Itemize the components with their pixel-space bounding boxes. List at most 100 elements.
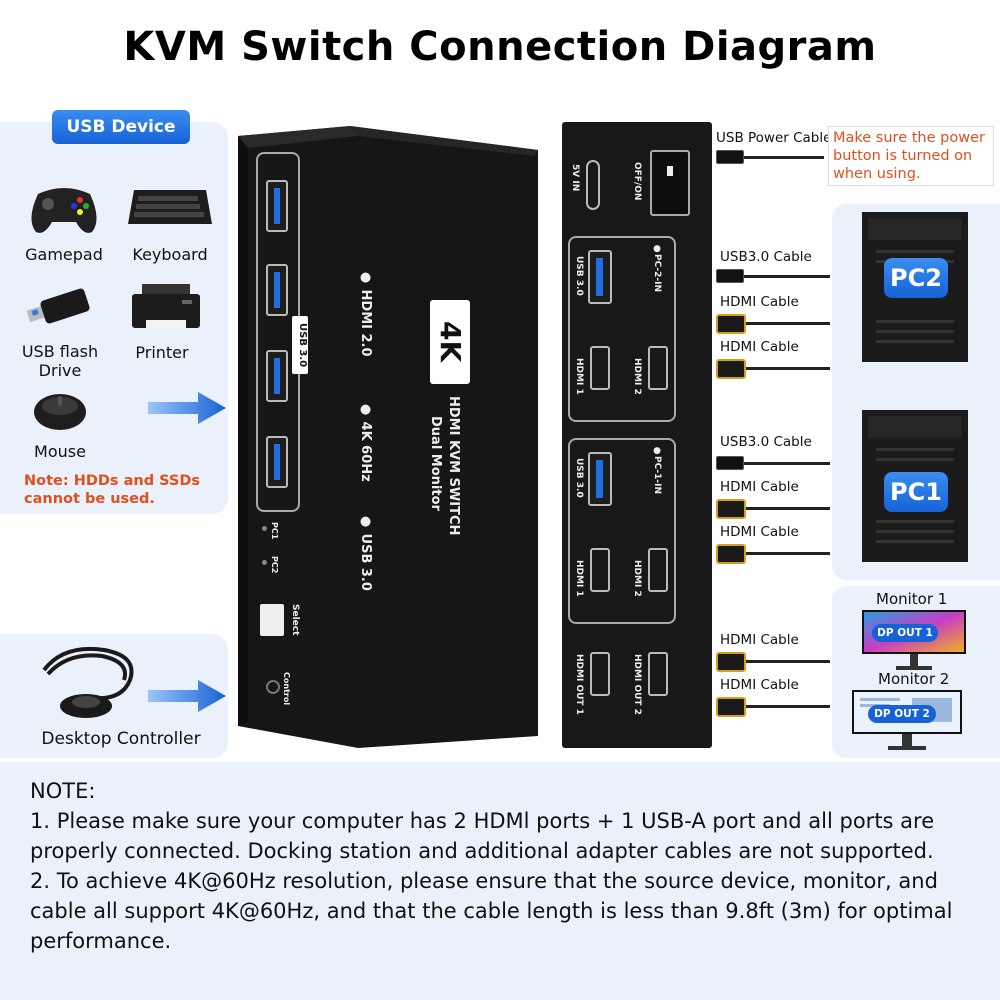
monitor2-cable-label: HDMI Cable xyxy=(720,677,799,693)
monitor1-screen-label: DP OUT 1 xyxy=(872,624,938,642)
monitor1-icon xyxy=(862,610,966,674)
usb-flash-drive-label: USB flash Drive xyxy=(21,342,99,380)
power-switch-label: OFF/ON xyxy=(632,162,642,201)
control-port[interactable] xyxy=(266,680,280,694)
select-button[interactable] xyxy=(260,604,284,636)
pc1-hdmi1-label: HDMI 1 xyxy=(574,560,584,597)
spec-hdmi20: ● HDMI 2.0 xyxy=(358,270,373,357)
pc2-usb-cable xyxy=(744,275,830,278)
pc2-hdmi2-cable-label: HDMI Cable xyxy=(720,339,799,355)
pc2-hdmi2-cable xyxy=(746,367,830,370)
usb-power-cable-label: USB Power Cable xyxy=(716,130,832,146)
pc2-usb-cable-label: USB3.0 Cable xyxy=(720,249,812,265)
keyboard-icon xyxy=(128,184,212,232)
pc1-hdmi1-plug xyxy=(716,499,746,519)
gamepad-icon xyxy=(26,180,102,240)
kvm-front-body xyxy=(238,126,538,748)
kvm-rear-body xyxy=(562,122,712,748)
pc1-led xyxy=(262,526,267,531)
hdmi-out1-port[interactable] xyxy=(590,652,610,696)
pc1-hdmi2-cable xyxy=(746,552,830,555)
pc2-in-label: ●PC-2-IN xyxy=(652,244,662,293)
pc1-hdmi2-label: HDMI 2 xyxy=(632,560,642,597)
dc-in-label: 5V IN xyxy=(570,164,580,192)
pc2-usb-plug xyxy=(716,269,744,283)
pc2-usb-label: USB 3.0 xyxy=(574,256,584,296)
pc1-usb-port[interactable] xyxy=(588,452,612,506)
pc2-label: PC2 xyxy=(884,258,948,298)
model-subtitle: Dual Monitor xyxy=(428,416,443,511)
pc2-hdmi1-plug xyxy=(716,314,746,334)
monitor1-label: Monitor 1 xyxy=(876,590,948,608)
control-label: Control xyxy=(282,672,291,706)
pc2-hdmi1-port[interactable] xyxy=(590,346,610,390)
hdd-ssd-note: Note: HDDs and SSDs cannot be used. xyxy=(24,473,201,507)
front-usb30-label: USB 3.0 xyxy=(292,316,308,374)
notes-block: NOTE: 1. Please make sure your computer … xyxy=(30,776,980,956)
keyboard-label: Keyboard xyxy=(132,245,208,264)
printer-label: Printer xyxy=(135,343,189,362)
badge-4k: 4K xyxy=(430,300,470,384)
monitor1-cable-label: HDMI Cable xyxy=(720,632,799,648)
usb-c-power-port[interactable] xyxy=(586,160,600,210)
pc2-usb-port[interactable] xyxy=(588,250,612,304)
spec-4k60: ● 4K 60Hz xyxy=(358,402,373,482)
note-1: 1. Please make sure your computer has 2 … xyxy=(30,809,935,863)
desktop-controller-label: Desktop Controller xyxy=(41,729,201,749)
usb-port-3[interactable] xyxy=(266,350,288,402)
select-label: Select xyxy=(290,604,300,636)
model-name: HDMI KVM SWITCH xyxy=(446,396,461,536)
printer-icon xyxy=(128,284,204,340)
pc1-usb-plug xyxy=(716,456,744,470)
pc1-hdmi1-cable-label: HDMI Cable xyxy=(720,479,799,495)
hdmi-out2-label: HDMI OUT 2 xyxy=(632,654,642,715)
pc1-in-group xyxy=(568,438,676,624)
pc2-in-group xyxy=(568,236,676,422)
monitor1-cable xyxy=(746,660,830,663)
pc1-usb-cable-label: USB3.0 Cable xyxy=(720,434,812,450)
pc2-hdmi2-label: HDMI 2 xyxy=(632,358,642,395)
gamepad-label: Gamepad xyxy=(25,245,103,264)
hdmi-out2-port[interactable] xyxy=(648,652,668,696)
pc1-hdmi2-port[interactable] xyxy=(648,548,668,592)
pc1-hdmi1-port[interactable] xyxy=(590,548,610,592)
pc1-led-label: PC1 xyxy=(270,522,279,540)
monitor2-screen-label: DP OUT 2 xyxy=(868,705,936,723)
usb-port-2[interactable] xyxy=(266,264,288,316)
spec-usb30: ● USB 3.0 xyxy=(358,514,373,591)
power-note: Make sure the power button is turned on … xyxy=(828,126,994,186)
pc1-hdmi2-plug xyxy=(716,544,746,564)
pc1-in-label: ●PC-1-IN xyxy=(652,446,662,495)
pc1-hdmi2-cable-label: HDMI Cable xyxy=(720,524,799,540)
usb-power-plug xyxy=(716,150,744,164)
pc2-hdmi2-port[interactable] xyxy=(648,346,668,390)
pc2-led-label: PC2 xyxy=(270,556,279,574)
pc1-label: PC1 xyxy=(884,472,948,512)
desktop-controller-icon xyxy=(34,640,144,726)
pc2-hdmi1-label: HDMI 1 xyxy=(574,358,584,395)
usb-port-4[interactable] xyxy=(266,436,288,488)
arrow-right-icon xyxy=(148,680,226,716)
pc2-hdmi1-cable-label: HDMI Cable xyxy=(720,294,799,310)
monitor2-hdmi-plug xyxy=(716,697,746,717)
pc1-hdmi1-cable xyxy=(746,507,830,510)
usb-power-cable xyxy=(744,156,824,159)
hdmi-out1-label: HDMI OUT 1 xyxy=(574,654,584,715)
power-switch[interactable] xyxy=(650,150,690,216)
notes-heading: NOTE: xyxy=(30,779,96,803)
monitor2-label: Monitor 2 xyxy=(878,670,950,688)
mouse-label: Mouse xyxy=(34,442,86,461)
notes-panel xyxy=(0,762,1000,1000)
note-2: 2. To achieve 4K@60Hz resolution, please… xyxy=(30,869,953,953)
pc1-usb-cable xyxy=(744,462,830,465)
pc2-hdmi2-plug xyxy=(716,359,746,379)
page-title: KVM Switch Connection Diagram xyxy=(123,24,877,70)
mouse-icon xyxy=(30,388,90,436)
usb-flash-drive-icon xyxy=(22,286,92,334)
arrow-right-icon xyxy=(148,392,226,428)
pc1-usb-label: USB 3.0 xyxy=(574,458,584,498)
usb-port-1[interactable] xyxy=(266,180,288,232)
usb-device-badge: USB Device xyxy=(52,110,190,144)
pc2-led xyxy=(262,560,267,565)
pc2-hdmi1-cable xyxy=(746,322,830,325)
